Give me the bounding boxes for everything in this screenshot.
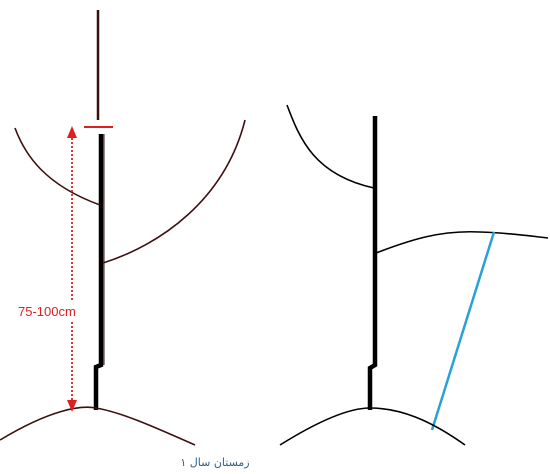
main-stake bbox=[93, 134, 104, 410]
right-branch bbox=[102, 119, 246, 264]
ground-mound-right bbox=[279, 407, 466, 446]
measure-label: 75-100cm bbox=[18, 304, 76, 319]
left-figure: 75-100cm bbox=[0, 10, 246, 446]
measure-arrow-bottom bbox=[67, 400, 77, 412]
horizontal-arm bbox=[375, 230, 549, 254]
diagram-caption: زمستان سال ۱ bbox=[180, 456, 250, 469]
right-left-branch bbox=[286, 104, 375, 189]
right-trunk bbox=[367, 116, 378, 410]
right-figure bbox=[279, 104, 549, 446]
left-branch bbox=[14, 127, 101, 206]
support-tie bbox=[430, 231, 496, 431]
ground-mound-left bbox=[0, 406, 196, 446]
measure-arrow-top bbox=[67, 126, 77, 138]
measure-label-bg bbox=[14, 302, 96, 320]
